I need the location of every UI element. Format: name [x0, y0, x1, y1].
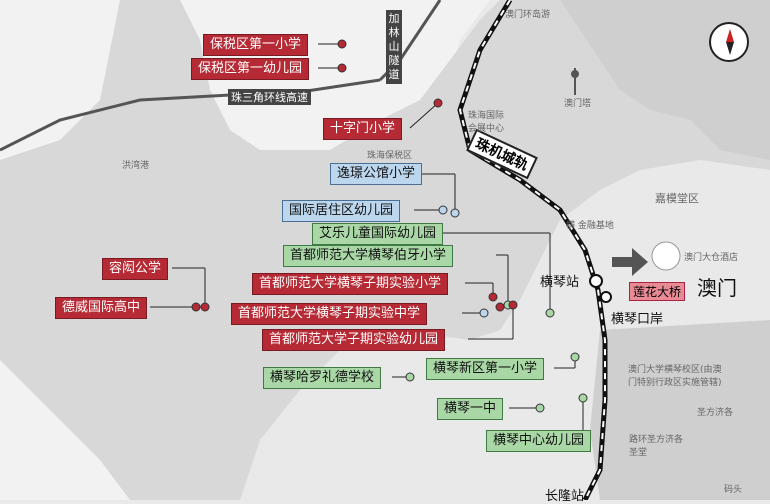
- marker-dot: [479, 308, 489, 318]
- school-baoshui-kindergarten: 保税区第一幼儿园: [191, 58, 310, 80]
- highway-label: 珠三角环线高速: [228, 89, 311, 105]
- school-yizhong: 横琴一中: [437, 398, 504, 420]
- station-kouan: 横琴口岸: [611, 312, 664, 327]
- school-rongmin: 容闳公学: [102, 258, 169, 280]
- place-hotel: 澳门大仓酒店: [684, 253, 739, 263]
- school-dewei: 德威国际高中: [55, 297, 148, 319]
- school-zhongxin: 横琴中心幼儿园: [486, 430, 592, 452]
- marker-dot: [488, 292, 498, 302]
- school-yipu: 逸璟公馆小学: [330, 163, 423, 185]
- place-baoshuiqu: 珠海保税区: [367, 151, 413, 161]
- highway-line: [0, 78, 381, 152]
- school-xinqu: 横琴新区第一小学: [426, 358, 545, 380]
- place-luhuan: 路环圣方济各 圣堂: [629, 435, 684, 458]
- marker-dot: [337, 39, 347, 49]
- school-shizimen: 十字门小学: [323, 118, 403, 140]
- marker-dot: [438, 205, 448, 215]
- marker-dot: [495, 302, 505, 312]
- land-hengqin-east: [590, 320, 770, 500]
- hengqin-station-icon: [589, 274, 603, 288]
- region-macau: 澳门: [697, 276, 737, 300]
- marker-dot: [570, 352, 580, 362]
- school-harrow: 横琴哈罗礼德学校: [263, 367, 382, 389]
- school-ziqi-kindergarten: 首都师范大学子期实验幼儿园: [262, 329, 446, 351]
- school-baoshui-primary: 保税区第一小学: [203, 34, 309, 56]
- school-boya: 首都师范大学横琴伯牙小学: [283, 245, 454, 267]
- school-ziqi-primary: 首都师范大学横琴子期实验小学: [252, 273, 449, 295]
- station-hengqin: 横琴站: [540, 275, 580, 290]
- place-exhibition: 珠海国际 会展中心: [468, 111, 505, 134]
- marker-dot: [200, 302, 210, 312]
- marker-dot: [508, 300, 518, 310]
- marker-dot: [535, 403, 545, 413]
- place-hongwan: 洪湾港: [122, 161, 150, 171]
- marker-dot: [405, 372, 415, 382]
- tower-icon: [571, 68, 579, 95]
- marker-dot: [433, 98, 443, 108]
- place-jinkong: 横 金融基地: [566, 221, 614, 231]
- place-jiamo: 嘉模堂区: [655, 192, 699, 205]
- tunnel-label: 加林山隧道: [386, 10, 402, 84]
- compass-icon: [709, 22, 749, 62]
- marker-dot: [337, 63, 347, 73]
- marker-dot: [578, 393, 588, 403]
- place-gongbei: 澳门环岛游: [505, 10, 551, 20]
- kouan-station-icon: [600, 291, 612, 303]
- arrow-right-icon: [612, 248, 648, 276]
- place-tower: 澳门塔: [564, 99, 592, 109]
- station-changlong: 长隆站: [545, 489, 585, 504]
- macau-hotel-marker: [651, 241, 681, 271]
- place-shengfangji: 圣方济各: [697, 408, 734, 418]
- lotus-bridge-label: 莲花大桥: [629, 282, 686, 301]
- school-guoji-kindergarten: 国际居住区幼儿园: [282, 200, 401, 222]
- place-wharf: 码头: [724, 485, 743, 495]
- school-aile: 艾乐儿童国际幼儿园: [312, 223, 444, 245]
- rail-line-dash: [458, 0, 606, 500]
- place-umac: 澳门大学横琴校区(由澳 门特别行政区实施管辖): [628, 365, 722, 388]
- marker-dot: [545, 308, 555, 318]
- marker-dot: [450, 208, 460, 218]
- school-ziqi-middle: 首都师范大学横琴子期实验中学: [231, 303, 428, 325]
- marker-dot: [191, 302, 201, 312]
